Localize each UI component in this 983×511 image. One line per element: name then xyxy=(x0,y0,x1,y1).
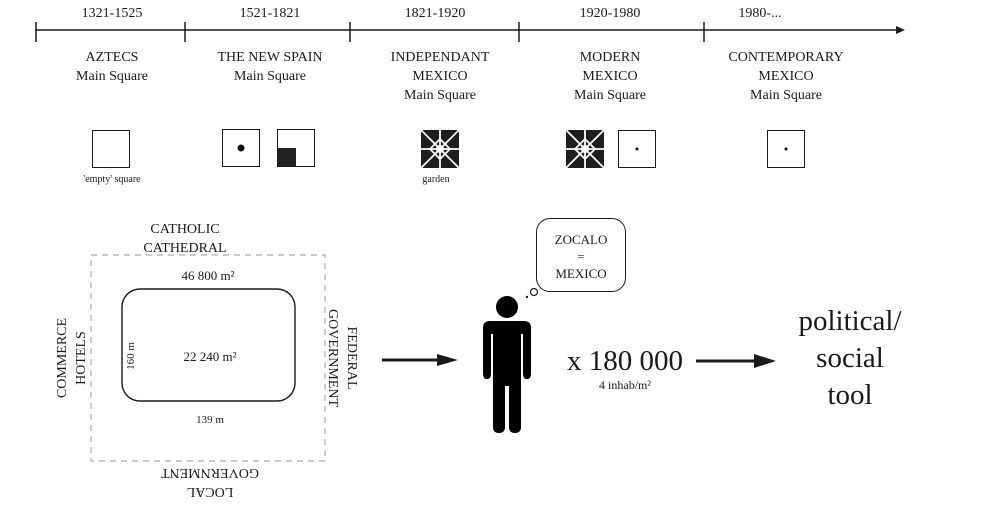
label-local-government: LOCAL GOVERNMENT xyxy=(161,465,259,499)
square-with-filled-corner-icon xyxy=(277,129,315,167)
center-dot xyxy=(237,144,245,152)
period-title: THE NEW SPAIN Main Square xyxy=(217,50,323,84)
population-multiplier: x 180 000 xyxy=(567,345,683,377)
conclusion-text: political/ social tool xyxy=(798,305,902,411)
timeline-axis xyxy=(35,22,905,42)
thought-bubble-circles xyxy=(525,287,539,299)
arrow-right-icon xyxy=(696,354,776,368)
period-dates: 1980-... xyxy=(738,6,782,21)
arrow-right-icon xyxy=(382,354,458,366)
empty-square-icon xyxy=(92,130,130,168)
period-title: CONTEMPORARY MEXICO Main Square xyxy=(728,50,844,103)
outer-area: 46 800 m² xyxy=(181,268,235,283)
period-dates: 1920-1980 xyxy=(579,6,641,21)
person-icon xyxy=(483,296,531,433)
garden-fountain xyxy=(581,145,589,153)
garden-diamond xyxy=(573,137,597,161)
center-dot xyxy=(784,147,788,151)
inner-square-outline xyxy=(121,288,296,402)
label-catholic-cathedral: CATHOLIC CATHEDRAL xyxy=(143,222,227,256)
height-dimension: 160 m xyxy=(125,342,137,370)
inner-area: 22 240 m² xyxy=(183,349,237,364)
thought-bubble: ZOCALO = MEXICO xyxy=(536,218,626,292)
garden-fountain xyxy=(436,145,444,153)
population-density: 4 inhab/m² xyxy=(599,378,651,392)
width-dimension: 139 m xyxy=(196,414,224,426)
center-dot xyxy=(635,147,639,151)
garden-pattern-icon xyxy=(565,129,605,169)
period-title: AZTECS Main Square xyxy=(76,50,148,84)
period-title: INDEPENDANT MEXICO Main Square xyxy=(390,50,490,103)
period-dates: 1521-1821 xyxy=(239,6,301,21)
period-dates: 1821-1920 xyxy=(404,6,466,21)
square-with-small-dot-icon xyxy=(618,130,656,168)
icon-caption: 'empty' square xyxy=(83,174,141,185)
period-dates: 1321-1525 xyxy=(81,6,143,21)
thought-text: ZOCALO = MEXICO xyxy=(554,232,608,281)
filled-corner xyxy=(278,148,296,166)
square-with-dot-icon xyxy=(222,129,260,167)
period-title: MODERN MEXICO Main Square xyxy=(574,50,646,103)
label-commerce-hotels: COMMERCE HOTELS xyxy=(55,317,89,399)
icon-caption: garden xyxy=(422,174,450,185)
garden-pattern-icon xyxy=(420,129,460,169)
label-federal-government: FEDERAL GOVERNMENT xyxy=(325,309,359,407)
square-with-small-dot-icon xyxy=(767,130,805,168)
garden-diamond xyxy=(428,137,452,161)
